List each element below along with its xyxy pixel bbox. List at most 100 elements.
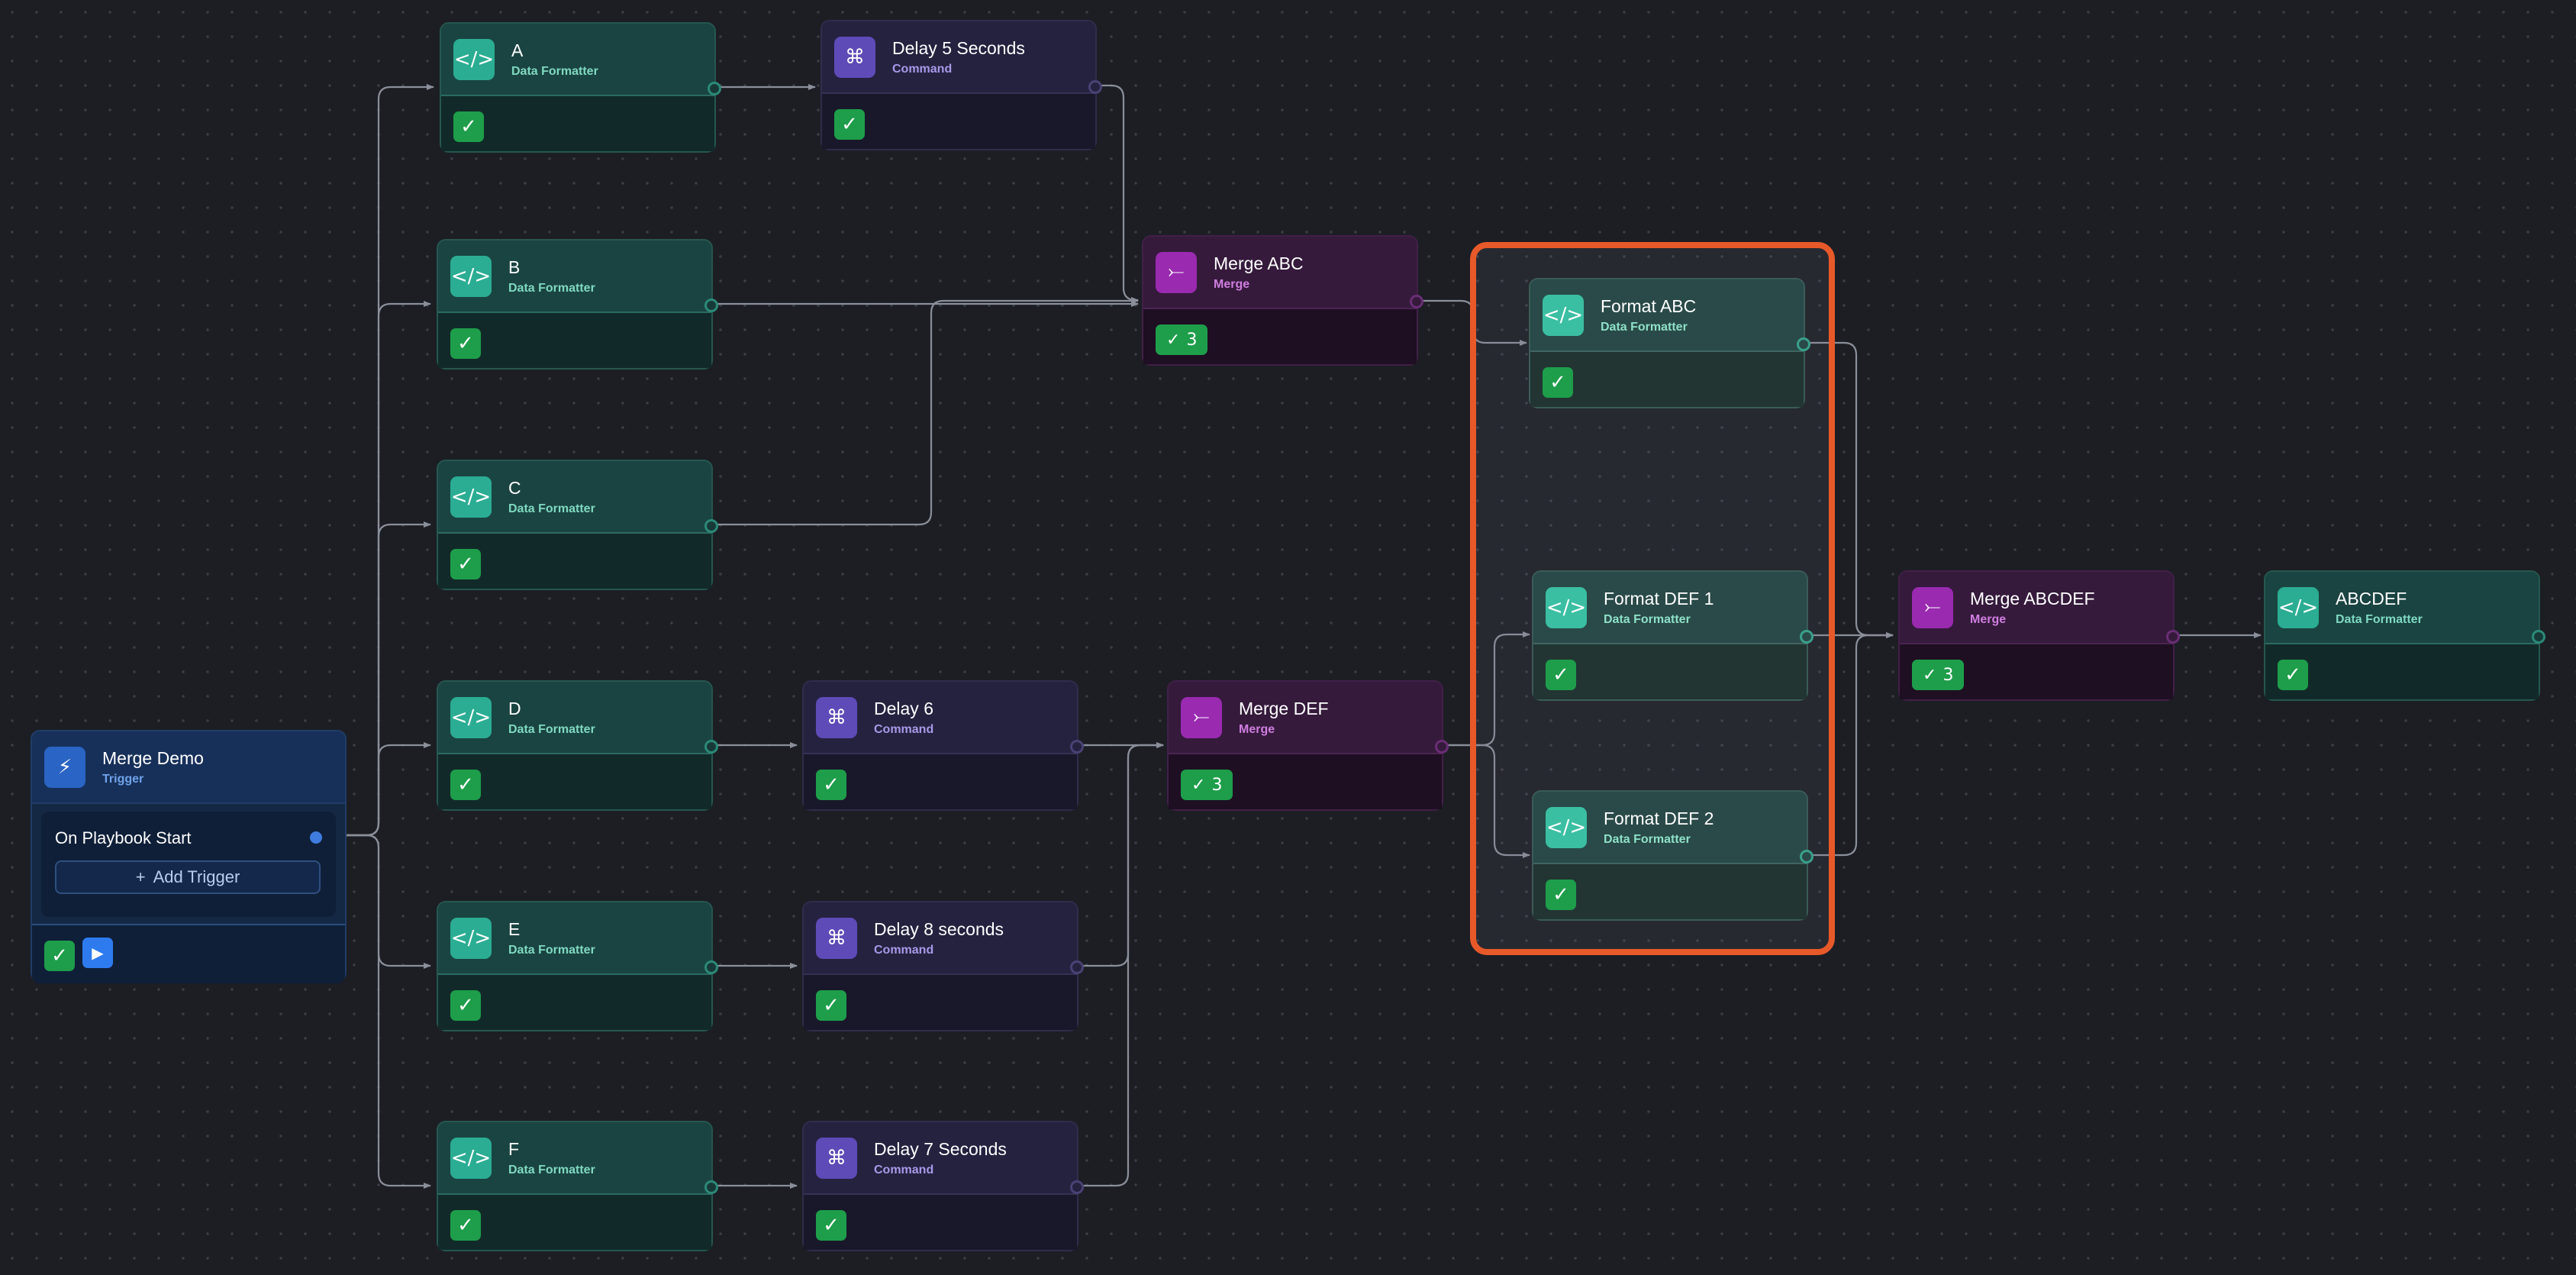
output-port[interactable] [1435,740,1449,754]
trigger-output-port[interactable] [310,831,322,844]
merge-icon: ⤚ [1912,586,1953,628]
output-port[interactable] [1800,630,1814,644]
output-port[interactable] [1797,337,1810,351]
add-trigger-button[interactable]: + Add Trigger [55,860,321,894]
output-port[interactable] [1070,1180,1084,1194]
success-check-icon: ✓ [450,1210,481,1241]
node-title: B [508,257,521,277]
node-subtitle: Command [874,1164,934,1177]
node-subtitle: Data Formatter [508,1164,595,1177]
edge-trigger-a [315,84,434,837]
run-play-button[interactable]: ▶ [82,938,113,968]
bolt-icon: ⚡ [44,746,85,788]
code-icon: </> [1546,586,1587,628]
output-port[interactable] [704,740,718,754]
node-subtitle: Data Formatter [508,723,595,736]
output-port[interactable] [708,82,721,95]
node-title: Delay 7 Seconds [874,1139,1007,1159]
success-check-icon: ✓ [834,109,865,140]
node-title: Delay 8 seconds [874,919,1004,939]
success-check-icon: ✓ [450,770,481,800]
code-icon: </> [453,38,495,80]
success-count-badge: ✓3 [1181,770,1233,800]
output-port[interactable] [704,960,718,974]
success-check-icon: ✓ [450,328,481,359]
success-check-icon: ✓ [1543,367,1573,398]
code-icon: </> [1543,294,1584,336]
add-trigger-label: Add Trigger [153,867,240,886]
node-title: ABCDEF [2336,589,2407,608]
node-subtitle: Data Formatter [508,282,595,295]
success-check-icon: ✓ [816,770,846,800]
node-subtitle: Data Formatter [2336,613,2423,626]
trigger-event-label: On Playbook Start [55,828,192,847]
check-icon: ✓ [1191,775,1206,795]
output-port[interactable] [1410,295,1423,308]
trigger-status-bar: ✓ ▶ [32,924,345,983]
code-icon: </> [450,255,492,297]
success-check-icon: ✓ [816,990,846,1021]
output-port[interactable] [704,1180,718,1194]
trigger-event-panel: On Playbook Start + Add Trigger [41,812,336,917]
trigger-node-header[interactable]: ⚡ Merge Demo Trigger [32,731,345,804]
node-title: Delay 6 [874,699,933,718]
success-check-icon: ✓ [450,990,481,1021]
success-count: 3 [1186,330,1198,350]
node-title: Merge DEF [1239,699,1329,718]
output-port[interactable] [704,299,718,312]
edge-delay5-mergeabc [1098,84,1139,303]
command-icon: ⌘ [816,1137,857,1179]
node-subtitle: Data Formatter [508,944,595,957]
output-port[interactable] [1070,740,1084,754]
node-title: A [511,40,524,60]
node-subtitle: Data Formatter [511,65,598,78]
node-title: D [508,699,521,718]
output-port[interactable] [1800,850,1814,863]
output-port[interactable] [1088,80,1102,94]
code-icon: </> [1546,806,1587,848]
success-count: 3 [1211,775,1223,795]
command-icon: ⌘ [816,917,857,959]
node-title: Format ABC [1601,296,1697,316]
edge-c-mergeabc [714,298,1139,526]
trigger-node-merge-demo[interactable]: ⚡ Merge Demo Trigger On Playbook Start +… [31,730,347,983]
node-subtitle: Merge [1214,278,1250,291]
merge-icon: ⤚ [1156,251,1197,293]
node-b[interactable]: </> B Data Formatter ✓ [437,239,718,370]
success-check-icon: ✓ [1546,660,1576,690]
node-subtitle: Merge [1970,613,2007,626]
output-port[interactable] [1070,960,1084,974]
output-port[interactable] [2166,630,2180,644]
edge-delay7-mergedef [1080,742,1164,1187]
success-check-icon: ✓ [450,549,481,579]
command-icon: ⌘ [816,696,857,738]
success-count-badge: ✓3 [1156,324,1208,355]
success-check-icon: ✓ [453,111,484,142]
node-a[interactable]: </> A Data Formatter ✓ [440,22,721,153]
node-title: Format DEF 2 [1604,809,1714,828]
output-port[interactable] [704,519,718,533]
output-port[interactable] [2532,630,2545,644]
node-subtitle: Data Formatter [508,502,595,515]
merge-icon: ⤚ [1181,696,1222,738]
edge-delay8-mergedef [1080,742,1164,967]
command-icon: ⌘ [834,36,875,78]
code-icon: </> [450,917,492,959]
